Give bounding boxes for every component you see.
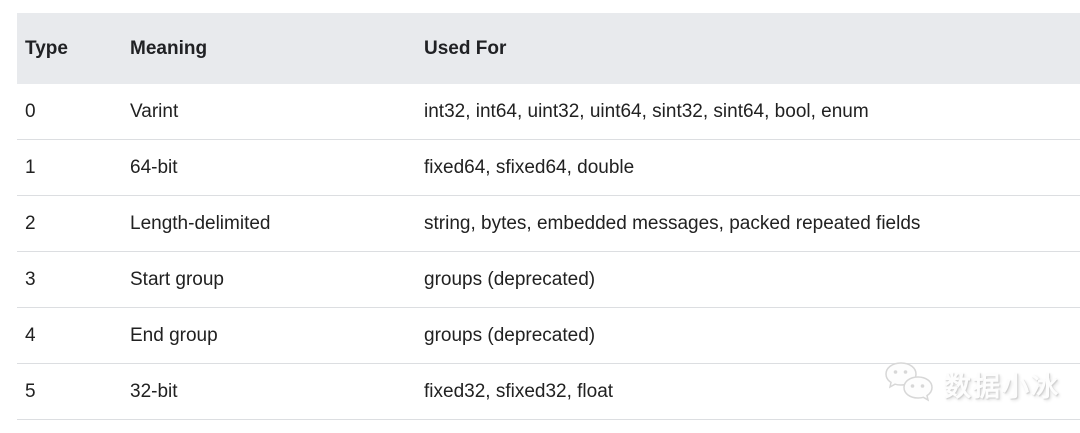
wire-type-table: Type Meaning Used For 0 Varint int32, in… bbox=[17, 13, 1080, 420]
cell-used-for: groups (deprecated) bbox=[424, 324, 596, 346]
cell-used-for: fixed64, sfixed64, double bbox=[424, 156, 635, 178]
cell-used-for: groups (deprecated) bbox=[424, 268, 596, 290]
cell-meaning: End group bbox=[130, 324, 218, 346]
cell-type: 0 bbox=[25, 100, 36, 122]
table-row: 5 32-bit fixed32, sfixed32, float bbox=[17, 364, 1080, 420]
cell-type: 5 bbox=[25, 380, 36, 402]
column-header-meaning: Meaning bbox=[130, 37, 208, 59]
table-row: 1 64-bit fixed64, sfixed64, double bbox=[17, 140, 1080, 196]
table-body: 0 Varint int32, int64, uint32, uint64, s… bbox=[17, 84, 1080, 420]
cell-used-for: string, bytes, embedded messages, packed… bbox=[424, 212, 921, 234]
table-row: 4 End group groups (deprecated) bbox=[17, 308, 1080, 364]
cell-used-for: int32, int64, uint32, uint64, sint32, si… bbox=[424, 100, 869, 122]
column-header-used-for: Used For bbox=[424, 37, 507, 59]
cell-meaning: Length-delimited bbox=[130, 212, 271, 234]
cell-type: 2 bbox=[25, 212, 36, 234]
table-row: 3 Start group groups (deprecated) bbox=[17, 252, 1080, 308]
cell-meaning: Start group bbox=[130, 268, 224, 290]
column-header-type: Type bbox=[25, 37, 68, 59]
table-row: 2 Length-delimited string, bytes, embedd… bbox=[17, 196, 1080, 252]
cell-meaning: 32-bit bbox=[130, 380, 178, 402]
cell-meaning: Varint bbox=[130, 100, 179, 122]
cell-type: 3 bbox=[25, 268, 36, 290]
cell-type: 1 bbox=[25, 156, 36, 178]
cell-type: 4 bbox=[25, 324, 36, 346]
cell-meaning: 64-bit bbox=[130, 156, 178, 178]
cell-used-for: fixed32, sfixed32, float bbox=[424, 380, 614, 402]
table-header-row: Type Meaning Used For bbox=[17, 13, 1080, 84]
table-row: 0 Varint int32, int64, uint32, uint64, s… bbox=[17, 84, 1080, 140]
